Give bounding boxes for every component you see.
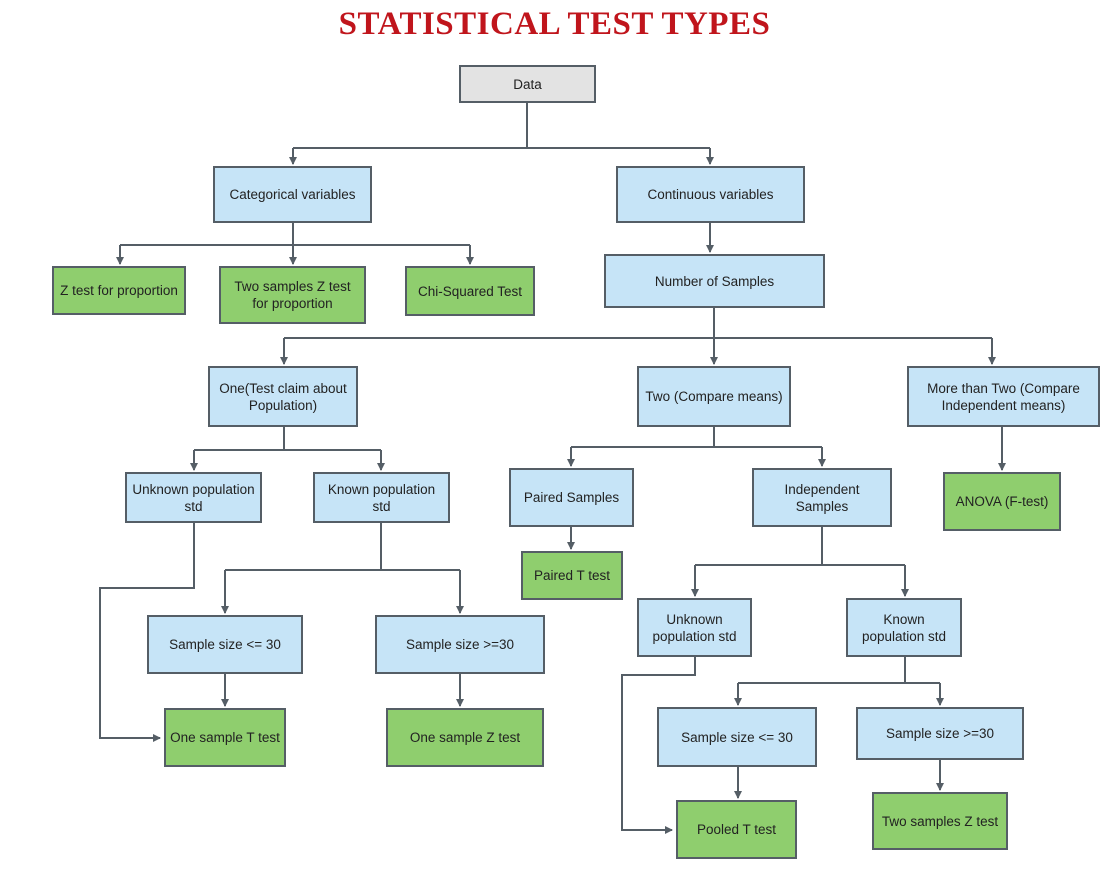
node-sample-size-le-30-b: Sample size <= 30 xyxy=(657,707,817,767)
node-anova: ANOVA (F-test) xyxy=(943,472,1061,531)
node-z-test-proportion: Z test for proportion xyxy=(52,266,186,315)
edge-to-pooled-t xyxy=(621,657,696,834)
node-one-sample: One(Test claim about Population) xyxy=(208,366,358,427)
node-more-than-two: More than Two (Compare Independent means… xyxy=(907,366,1100,427)
node-independent-samples: Independent Samples xyxy=(752,468,892,527)
node-unknown-population-std-1: Unknown population std xyxy=(125,472,262,523)
node-number-of-samples: Number of Samples xyxy=(604,254,825,308)
node-one-sample-t-test: One sample T test xyxy=(164,708,286,767)
node-two-samples-z-test: Two samples Z test xyxy=(872,792,1008,850)
node-unknown-population-std-2: Unknown population std xyxy=(637,598,752,657)
node-one-sample-z-test: One sample Z test xyxy=(386,708,544,767)
node-paired-samples: Paired Samples xyxy=(509,468,634,527)
edge-to-one-t xyxy=(99,523,195,742)
node-known-population-std-2: Known population std xyxy=(846,598,962,657)
node-sample-size-ge-30-a: Sample size >=30 xyxy=(375,615,545,674)
node-pooled-t-test: Pooled T test xyxy=(676,800,797,859)
edge-group xyxy=(99,103,1006,834)
node-data: Data xyxy=(459,65,596,103)
node-categorical-variables: Categorical variables xyxy=(213,166,372,223)
node-two-samples-z-test-proportion: Two samples Z test for proportion xyxy=(219,266,366,324)
node-two-samples: Two (Compare means) xyxy=(637,366,791,427)
node-paired-t-test: Paired T test xyxy=(521,551,623,600)
node-continuous-variables: Continuous variables xyxy=(616,166,805,223)
node-chi-squared-test: Chi-Squared Test xyxy=(405,266,535,316)
node-sample-size-ge-30-b: Sample size >=30 xyxy=(856,707,1024,760)
node-sample-size-le-30-a: Sample size <= 30 xyxy=(147,615,303,674)
diagram-title: STATISTICAL TEST TYPES xyxy=(338,6,771,42)
node-known-population-std-1: Known population std xyxy=(313,472,450,523)
